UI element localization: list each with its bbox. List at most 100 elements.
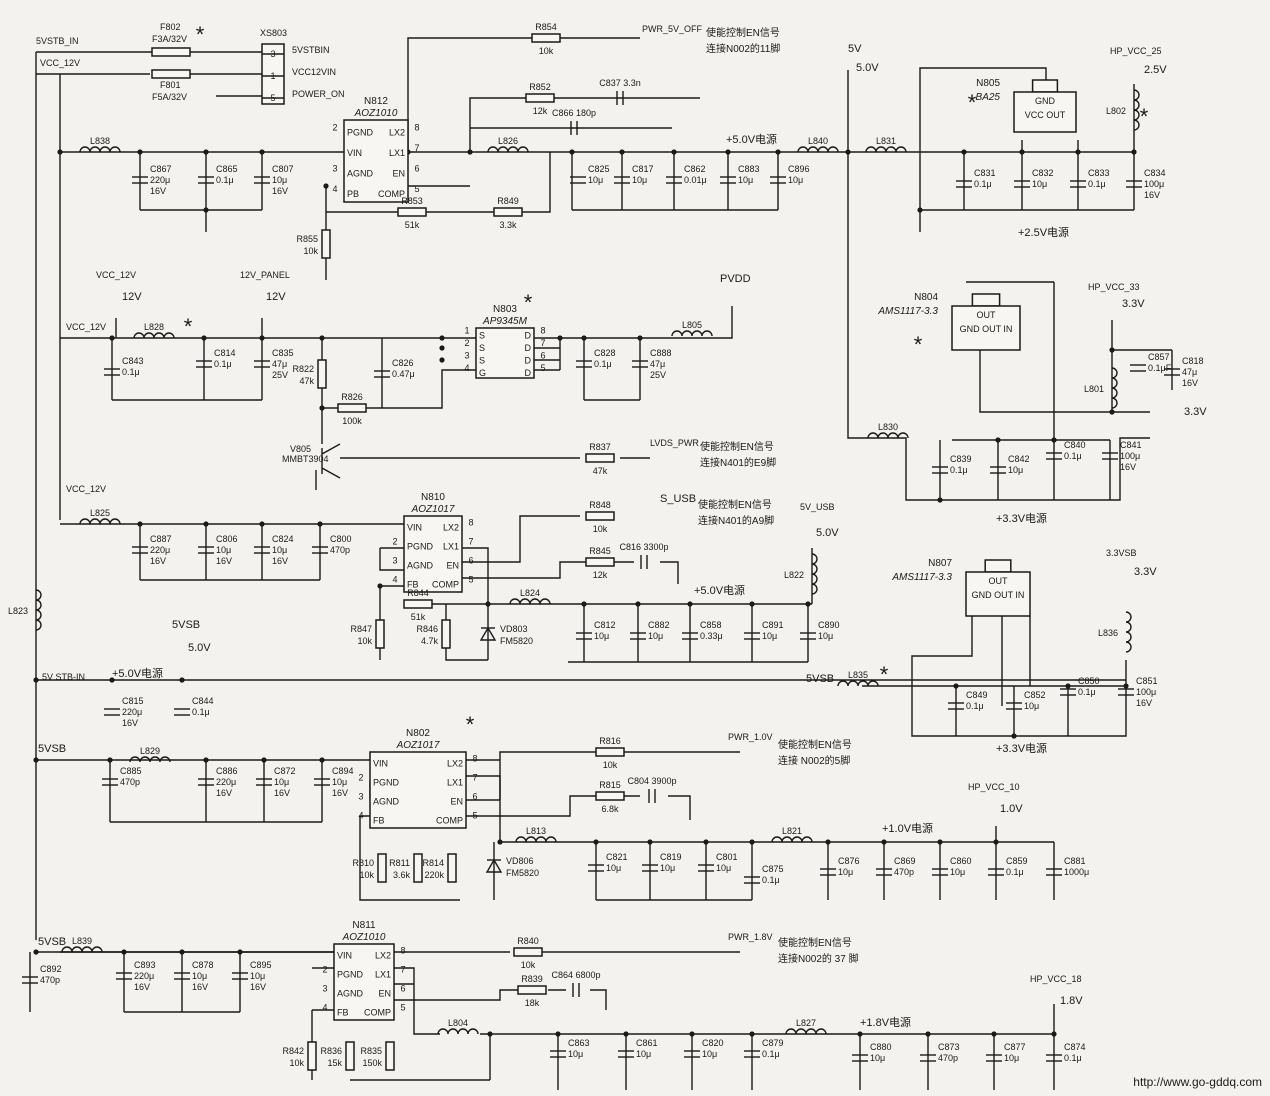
junction-dot — [203, 149, 209, 155]
resistor-value: 6.8k — [601, 804, 619, 814]
capacitor-c888 — [632, 360, 648, 368]
regulator-part: AMS1117-3.3 — [891, 572, 952, 583]
regulator-pin-label: GND OUT IN — [960, 324, 1013, 334]
capacitor-ref: C883 — [738, 164, 760, 174]
resistor-body — [385, 1041, 395, 1071]
inductor-coil — [867, 432, 909, 439]
capacitor-ref: C840 — [1064, 440, 1086, 450]
resistor-r845 — [585, 557, 615, 567]
fuse — [151, 47, 191, 57]
resistor-body — [585, 511, 615, 521]
capacitor-ref: C858 — [700, 620, 722, 630]
rail-label: +1.8V电源 — [860, 1015, 911, 1029]
note-label: 使能控制EN信号 — [706, 26, 780, 39]
capacitor-c800 — [312, 546, 328, 554]
revision-mark: * — [184, 314, 193, 339]
resistor-ref: R849 — [497, 196, 519, 206]
capacitor-value: 0.1μ — [974, 179, 992, 189]
ic-pin-number: 5 — [472, 810, 477, 820]
net-label: 3.3VSB — [1106, 548, 1137, 558]
regulator-body — [965, 571, 1031, 617]
resistor-r846 — [441, 619, 451, 649]
resistor-body — [377, 853, 387, 883]
net-label: VCC_12V — [40, 58, 80, 68]
net-label: 5VSB — [38, 936, 66, 948]
inductor-l836 — [1125, 611, 1132, 653]
capacitor-c814 — [196, 360, 212, 368]
capacitor-voltage: 16V — [272, 186, 288, 196]
capacitor-c833 — [1070, 180, 1086, 188]
junction-dot — [1075, 149, 1081, 155]
capacitor-c817 — [614, 176, 630, 184]
inductor-coil — [771, 836, 813, 843]
inductor-coil — [785, 1028, 827, 1035]
regulator-pin-label: GND OUT IN — [972, 590, 1025, 600]
capacitor-value: 10μ — [702, 1049, 717, 1059]
connector-pin: 3 — [270, 49, 275, 59]
ic-n803 — [475, 327, 535, 379]
capacitor-c850 — [1060, 688, 1076, 696]
capacitor-value: 47μ — [272, 359, 287, 369]
junction-dot — [377, 583, 383, 589]
inductor-l825 — [79, 518, 121, 525]
resistor-ref: R814 — [422, 858, 444, 868]
junction-dot — [1109, 347, 1115, 353]
resistor-value: 10k — [593, 524, 608, 534]
inductor-coil — [437, 1028, 479, 1035]
capacitor-c851 — [1118, 688, 1134, 696]
inductor-l830 — [867, 432, 909, 439]
junction-dot — [581, 335, 587, 341]
capacitor-ref: C878 — [192, 960, 214, 970]
ic-pin-number: 5 — [468, 574, 473, 584]
inductor-l839 — [61, 946, 103, 953]
ic-pin-label: COMP — [436, 815, 463, 825]
capacitor-ref: C886 — [216, 766, 238, 776]
ic-pin-number: 3 — [392, 555, 397, 565]
resistor-body — [585, 557, 615, 567]
resistor-value: 3.3k — [499, 220, 517, 230]
ic-body — [343, 119, 409, 203]
capacitor-ref: C872 — [274, 766, 296, 776]
capacitor-c862 — [666, 176, 682, 184]
connector-body — [261, 43, 285, 105]
resistor-r840 — [513, 947, 543, 957]
capacitor-label: C804 3900p — [627, 776, 676, 786]
inductor-ref: L829 — [140, 746, 160, 756]
net-label: HP_VCC_18 — [1030, 974, 1082, 984]
capacitor-ref: C842 — [1008, 454, 1030, 464]
capacitor-ref: C890 — [818, 620, 840, 630]
ic-pin-number: 3 — [464, 351, 469, 361]
resistor-ref: R845 — [589, 546, 611, 556]
capacitor-ref: C895 — [250, 960, 272, 970]
net-label: LVDS_PWR — [650, 438, 699, 448]
capacitor-value: 10μ — [632, 175, 647, 185]
ic-pin-number: 3 — [358, 791, 363, 801]
junction-dot — [317, 521, 323, 527]
junction-dot — [179, 949, 185, 955]
net-label: 5VSTB_IN — [36, 36, 79, 46]
net-label: 5.0V — [856, 62, 879, 74]
ic-pin-label: S — [479, 343, 485, 353]
ic-pin-number: 4 — [464, 363, 469, 373]
rail-label: +5.0V电源 — [112, 666, 163, 680]
junction-dot — [725, 149, 731, 155]
capacitor-value: 220μ — [134, 971, 154, 981]
inductor-ref: L823 — [8, 606, 28, 616]
capacitor-value: 10μ — [716, 863, 731, 873]
junction-dot — [485, 601, 491, 607]
resistor-value: 150k — [362, 1058, 382, 1068]
junction-dot — [33, 757, 39, 763]
ic-pin-label: VIN — [347, 148, 362, 158]
capacitor-value: 10μ — [588, 175, 603, 185]
capacitor-label: C866 180p — [552, 108, 596, 118]
capacitor-c883 — [720, 176, 736, 184]
capacitor-voltage: 25V — [650, 370, 666, 380]
capacitor-c818 — [1164, 368, 1180, 376]
net-label: PWR_5V_OFF — [642, 24, 703, 34]
junction-dot — [993, 839, 999, 845]
rail-label: +3.3V电源 — [996, 511, 1047, 525]
capacitor-value: 10μ — [818, 631, 833, 641]
net-label: 5.0V — [816, 527, 839, 539]
ic-pin-number: 3 — [332, 163, 337, 173]
net-label: PWR_1.8V — [728, 932, 773, 942]
